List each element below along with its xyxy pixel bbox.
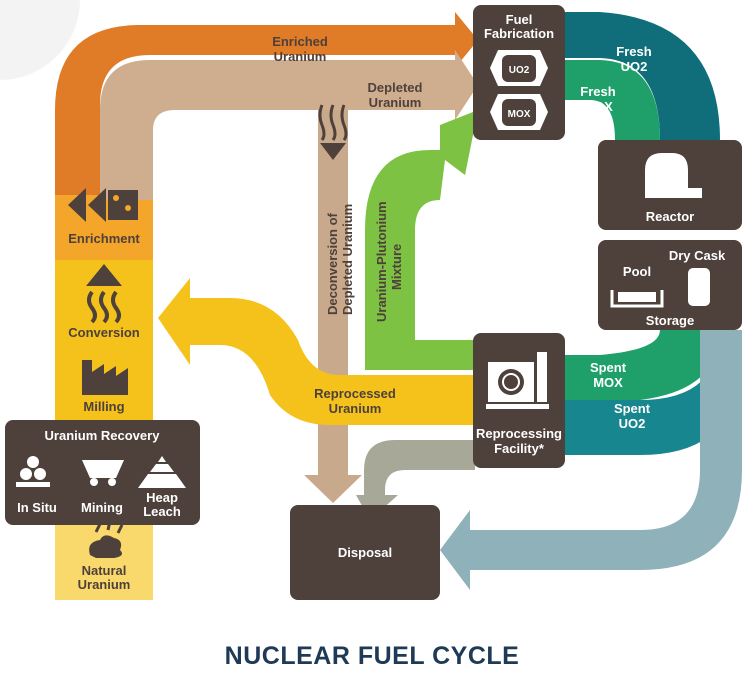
disposal-label: Disposal bbox=[338, 545, 392, 560]
fresh-mox-label-2: MOX bbox=[583, 99, 613, 114]
disposal-box bbox=[290, 505, 440, 600]
reactor-to-disposal-arrow bbox=[440, 330, 742, 590]
uranium-plutonium-label-1: Uranium-Plutonium bbox=[374, 201, 389, 322]
enriched-label-1: Enriched bbox=[272, 34, 328, 49]
dry-cask-label: Dry Cask bbox=[669, 248, 726, 263]
fresh-uo2-label-1: Fresh bbox=[616, 44, 651, 59]
dry-cask-icon bbox=[688, 268, 710, 306]
fuel-fabrication-label-1: Fuel bbox=[506, 12, 533, 27]
reprocessed-label-1: Reprocessed bbox=[314, 386, 396, 401]
conversion-icon bbox=[86, 264, 122, 324]
reactor-icon bbox=[645, 153, 702, 198]
fresh-mox-arrow bbox=[565, 60, 660, 140]
conversion-label: Conversion bbox=[68, 325, 140, 340]
leach-label: Leach bbox=[143, 504, 181, 519]
deconversion-label-1: Deconversion of bbox=[325, 212, 340, 315]
milling-icon bbox=[82, 360, 128, 395]
spent-uo2-label-1: Spent bbox=[614, 401, 651, 416]
mining-label: Mining bbox=[81, 500, 123, 515]
uranium-plutonium-label-2: Mixture bbox=[389, 244, 404, 290]
pool-icon bbox=[610, 290, 664, 308]
diagram-title: NUCLEAR FUEL CYCLE bbox=[224, 642, 520, 670]
uranium-plutonium-base bbox=[365, 340, 480, 370]
depleted-uranium-arrow bbox=[100, 50, 478, 200]
spent-mox-arrow bbox=[565, 330, 720, 400]
reprocessed-uranium-arrow bbox=[158, 278, 475, 425]
depleted-label-1: Depleted bbox=[368, 80, 423, 95]
spent-mox-label-2: MOX bbox=[593, 375, 623, 390]
deconversion-heat-icon bbox=[318, 104, 348, 160]
reprocessed-label-2: Uranium bbox=[329, 401, 382, 416]
diagram-canvas: Fuel Fabrication UO2 MOX Reactor Dry Cas… bbox=[0, 0, 742, 600]
fresh-uo2-label-2: UO2 bbox=[621, 59, 648, 74]
background-decoration bbox=[0, 0, 80, 80]
reactor-label: Reactor bbox=[646, 209, 694, 224]
fresh-uo2-arrow bbox=[565, 12, 720, 140]
spent-uo2-label-2: UO2 bbox=[619, 416, 646, 431]
reprocessing-plant-icon bbox=[486, 352, 549, 409]
spent-mox-label-1: Spent bbox=[590, 360, 627, 375]
heap-leach-icon bbox=[138, 456, 186, 488]
uo2-badge-label: UO2 bbox=[509, 65, 530, 76]
reprocessing-label-1: Reprocessing bbox=[476, 426, 562, 441]
in-situ-icon bbox=[16, 456, 50, 487]
fresh-mox-label-1: Fresh bbox=[580, 84, 615, 99]
deconversion-label-2: Depleted Uranium bbox=[340, 204, 355, 315]
reprocessing-to-disposal-arrow bbox=[356, 440, 475, 520]
natural-uranium-zone bbox=[55, 520, 153, 600]
fuel-fabrication-label-2: Fabrication bbox=[484, 26, 554, 41]
enrichment-icon bbox=[68, 188, 138, 222]
enriched-uranium-arrow bbox=[55, 12, 478, 195]
depleted-label-2: Uranium bbox=[369, 95, 422, 110]
mox-pellet-icon: MOX bbox=[490, 94, 548, 130]
storage-label: Storage bbox=[646, 313, 694, 328]
natural-uranium-icon bbox=[89, 520, 124, 558]
milling-label: Milling bbox=[83, 399, 124, 414]
natural-uranium-label-1: Natural bbox=[82, 563, 127, 578]
pool-label: Pool bbox=[623, 264, 651, 279]
mining-icon bbox=[82, 460, 124, 486]
enriched-label-2: Uranium bbox=[274, 49, 327, 64]
mox-badge-label: MOX bbox=[508, 109, 531, 120]
spent-uo2-arrow bbox=[565, 330, 740, 455]
enrichment-label: Enrichment bbox=[68, 231, 140, 246]
in-situ-label: In Situ bbox=[17, 500, 57, 515]
uranium-plutonium-arrow bbox=[365, 110, 478, 350]
heap-label: Heap bbox=[146, 490, 178, 505]
natural-uranium-label-2: Uranium bbox=[78, 577, 131, 592]
uranium-recovery-label: Uranium Recovery bbox=[45, 428, 161, 443]
reprocessing-label-2: Facility* bbox=[494, 441, 545, 456]
uo2-pellet-icon: UO2 bbox=[490, 50, 548, 86]
